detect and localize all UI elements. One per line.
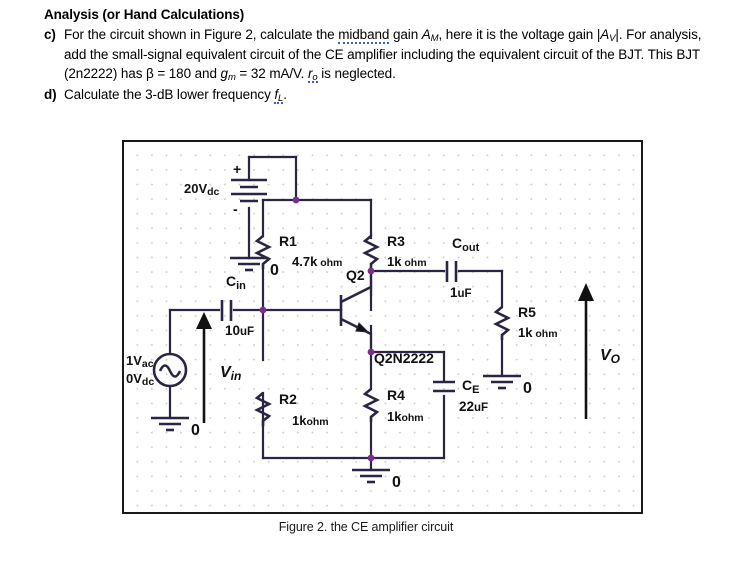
q-d-frag-1: Calculate the 3-dB lower frequency [64,86,275,102]
label-r3: R3 [387,233,405,249]
value-r1: 4.7k ohm [292,254,342,269]
question-marker-d: d) [44,86,57,102]
label-vin: Vin [220,364,241,383]
value-ce: 22uF [459,399,488,414]
component-ac-voltage-source: 1Vac 0Vdc [126,352,188,388]
label-gnd-load: 0 [523,380,532,397]
value-r5: 1k ohm [518,325,558,340]
component-cin: Cin 10uF [220,273,254,338]
q-c-sub-o: o [312,72,318,84]
component-q2-npn-bjt: Q2 Q2N2222 [339,267,434,366]
node-supply [292,196,300,204]
q-c-line-2: analysis, add the small-signal equivalen… [64,26,702,63]
ground-load: 0 [483,374,532,397]
component-r3: R3 1k ohm [362,233,427,269]
node-bottom-rail [367,454,375,462]
question-text-c: For the circuit shown in Figure 2, calcu… [64,25,722,85]
q-c-frag-5: of the BJT. This BJT (2n2222) has β = 18… [64,47,700,82]
q-c-sym-ro: ro [308,66,318,84]
ground-supply: 0 [230,256,279,279]
q-c-sym-gm: g [220,66,229,82]
q-c-sub-m: M [430,32,439,44]
annotation-vo: VO [578,283,621,419]
junction-nodes [259,196,375,462]
label-ce: CE [462,377,479,396]
q-c-frag-2: gain [389,26,422,42]
question-text-d: Calculate the 3-dB lower frequency fL. [64,85,722,105]
q-d-sym-f: f [274,86,279,102]
ground-source: 0 [151,416,200,439]
q-c-frag-6: = 32 mA/V. [235,66,308,82]
label-cin: Cin [226,273,246,292]
label-vdc: 0Vdc [126,371,154,388]
component-r5: R5 1k ohm [493,304,558,340]
component-dc-voltage-source: 20Vdc + - [184,161,267,217]
q-c-sym-r: r [308,66,313,82]
figure-2: .w { stroke:#2b2545; stroke-width:2.2; f… [122,140,643,514]
label-gnd-supply: 0 [270,262,279,279]
label-vo: VO [600,347,621,366]
q-d-sym-fl: fL [274,86,284,104]
q-d-sub-l: L [278,92,284,104]
node-collector [367,267,375,275]
question-marker-c: c) [44,26,56,42]
label-cout: Cout [452,235,480,254]
q-d-frag-2: . [283,86,287,102]
question-item-c: c) For the circuit shown in Figure 2, ca… [44,25,722,85]
wire-input-branch [168,308,265,420]
component-ce: CE 22uF [433,377,488,414]
label-q2: Q2 [346,267,365,283]
wire-supply-rail [247,155,373,238]
label-gnd-source: 0 [191,422,200,439]
label-plus: + [233,161,241,177]
node-base [259,306,267,314]
value-cin: 10uF [225,323,254,338]
page-title: Analysis (or Hand Calculations) [44,7,245,22]
q-c-frag-7: is neglected. [317,66,396,82]
annotation-vin: Vin [196,312,241,423]
label-v1: 20Vdc [184,181,220,198]
label-vac: 1Vac [126,353,154,370]
label-minus: - [233,201,238,217]
label-r1: R1 [279,233,297,249]
component-r4: R4 1kohm [362,387,424,424]
component-r1: R1 4.7k ohm [254,233,342,269]
q-c-sub-v: V [609,32,616,44]
q-c-sym-am: A [421,26,431,42]
value-r4: 1kohm [387,409,424,424]
component-r2: R2 1kohm [254,391,329,428]
label-r5: R5 [518,304,536,320]
ground-emitter: 0 [352,456,401,491]
q-c-frag-1: For the circuit shown in Figure 2, calcu… [64,26,339,42]
label-r4: R4 [387,387,405,403]
figure-caption: Figure 2. the CE amplifier circuit [278,520,454,534]
circuit-schematic: .w { stroke:#2b2545; stroke-width:2.2; f… [126,155,621,491]
label-gnd-emitter: 0 [392,474,401,491]
value-r3: 1k ohm [387,254,427,269]
value-r2: 1kohm [292,413,329,428]
q-c-midband: midband [338,26,390,44]
question-block: Analysis (or Hand Calculations) c) For t… [0,0,732,105]
figure-frame [122,140,643,514]
component-cout: Cout 1uF [445,235,480,300]
wire-collector-out [369,269,504,378]
value-cout: 1uF [450,285,472,300]
q-c-frag-3: , here it is the voltage gain | [438,26,601,42]
q-c-sub-m2: m [227,72,236,84]
node-emitter [367,348,375,356]
part-q2n2222: Q2N2222 [374,350,434,366]
label-r2: R2 [279,391,297,407]
question-item-d: d) Calculate the 3-dB lower frequency fL… [44,85,722,105]
q-c-frag-4: |. For [615,26,647,42]
q-c-sym-av: A [600,26,610,42]
